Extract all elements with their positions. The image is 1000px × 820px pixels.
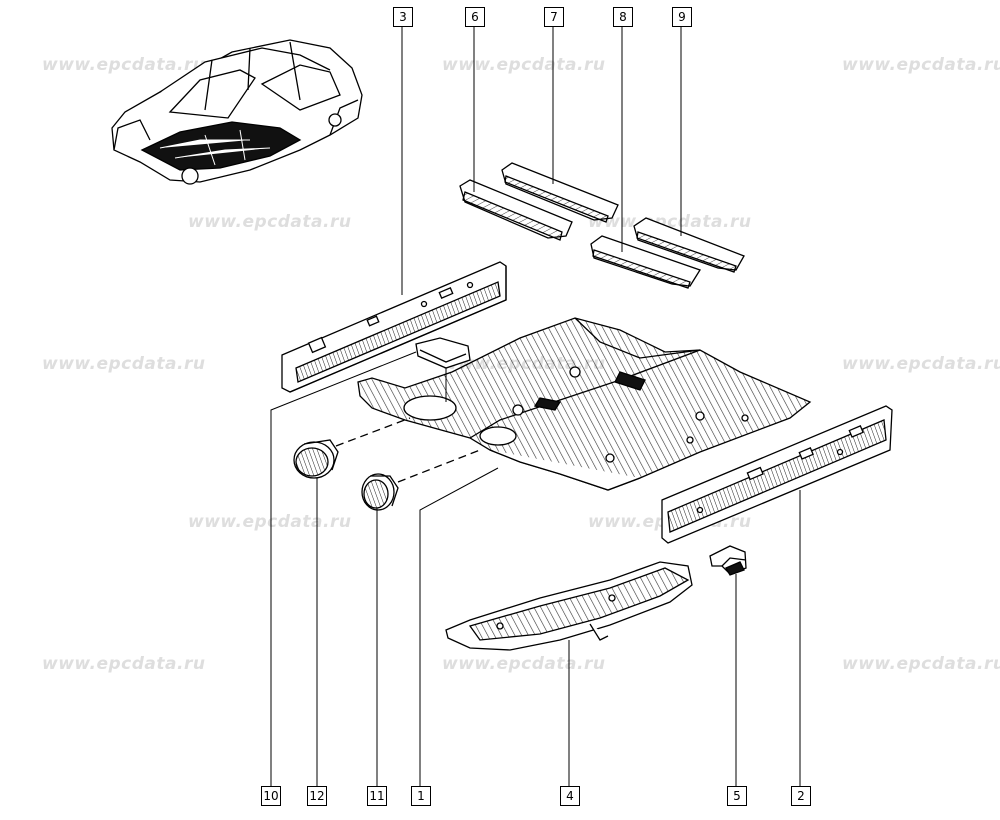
part-3-left-sill <box>281 261 507 393</box>
watermark: www.epcdata.ru <box>442 654 606 674</box>
watermark: www.epcdata.ru <box>842 654 1000 674</box>
part-5-bracket <box>709 545 747 576</box>
callout-4[interactable]: 4 <box>560 786 580 806</box>
callout-6[interactable]: 6 <box>465 7 485 27</box>
watermark: www.epcdata.ru <box>442 55 606 75</box>
part-10-floor-bracket <box>415 337 471 369</box>
leader-lines <box>270 26 801 786</box>
callout-5[interactable]: 5 <box>727 786 747 806</box>
watermark: www.epcdata.ru <box>188 212 352 232</box>
watermark: www.epcdata.ru <box>588 212 752 232</box>
vehicle-overview-illustration <box>111 39 363 185</box>
part-1-main-floor-panel <box>357 317 812 491</box>
watermark: www.epcdata.ru <box>188 512 352 532</box>
part-12-plug <box>293 439 339 479</box>
watermark: www.epcdata.ru <box>42 354 206 374</box>
callout-1[interactable]: 1 <box>411 786 431 806</box>
part-7-cross-member <box>501 162 619 223</box>
watermark: www.epcdata.ru <box>42 55 206 75</box>
callout-10[interactable]: 10 <box>261 786 281 806</box>
callout-11[interactable]: 11 <box>367 786 387 806</box>
callout-12[interactable]: 12 <box>307 786 327 806</box>
part-4-tunnel-section <box>445 561 693 651</box>
watermark: www.epcdata.ru <box>42 654 206 674</box>
watermark: www.epcdata.ru <box>842 55 1000 75</box>
part-11-plug <box>361 473 399 511</box>
callout-9[interactable]: 9 <box>672 7 692 27</box>
callout-7[interactable]: 7 <box>544 7 564 27</box>
part-6-cross-member <box>459 179 573 241</box>
part-8-cross-member <box>590 235 701 289</box>
part-2-right-sill <box>661 405 893 544</box>
callout-8[interactable]: 8 <box>613 7 633 27</box>
watermark: www.epcdata.ru <box>842 354 1000 374</box>
part-9-cross-member <box>633 217 745 273</box>
callout-2[interactable]: 2 <box>791 786 811 806</box>
assembly-guide-lines <box>335 417 481 483</box>
callout-3[interactable]: 3 <box>393 7 413 27</box>
